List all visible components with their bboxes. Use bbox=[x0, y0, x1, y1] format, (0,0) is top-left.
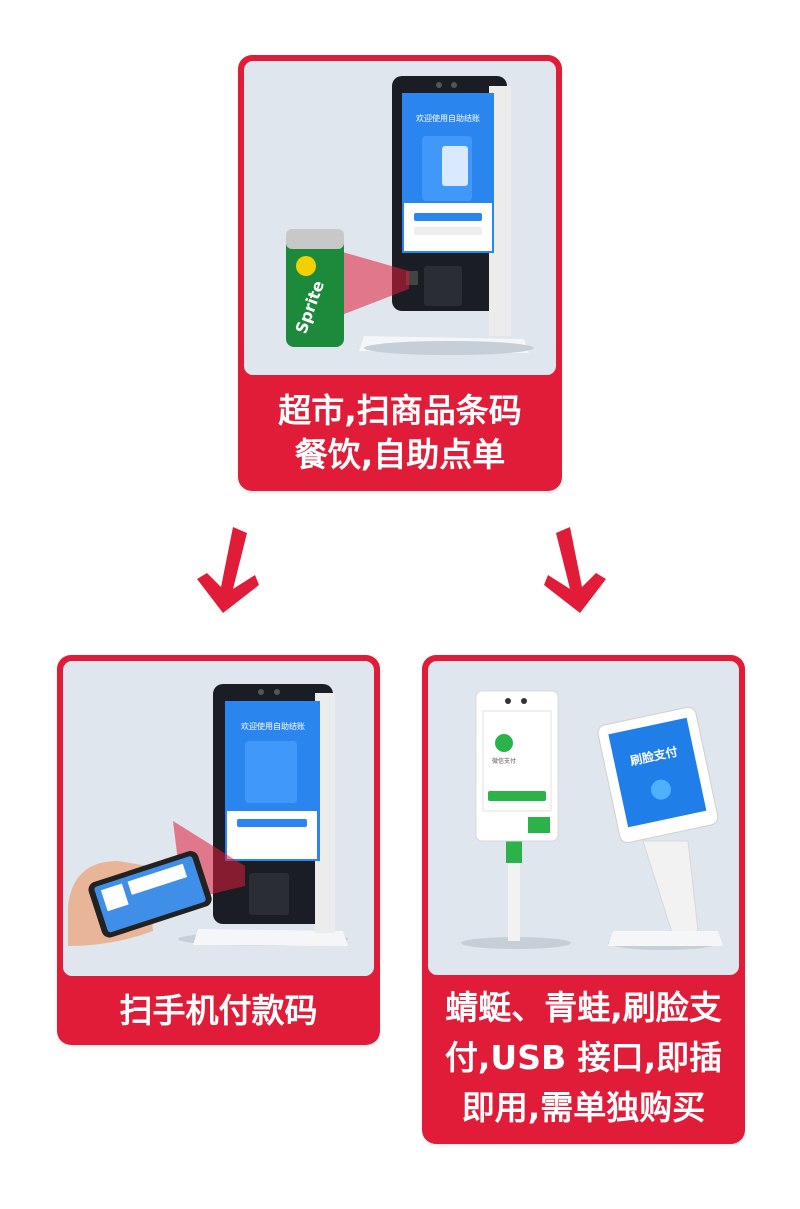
kiosk-illustration: 欢迎使用自助结账 Sprite bbox=[286, 76, 534, 355]
top-caption: 超市,扫商品条码 餐饮,自助点单 bbox=[238, 389, 562, 477]
kiosk-phone-illustration: 欢迎使用自助结账 bbox=[68, 684, 348, 946]
caption-line: 扫手机付款码 bbox=[119, 991, 318, 1030]
kiosk-screen-title: 欢迎使用自助结账 bbox=[416, 113, 480, 123]
arrow-down-right-icon bbox=[544, 527, 606, 613]
kiosk-photo: 欢迎使用自助结账 Sprite bbox=[244, 61, 556, 375]
phone-scan-card: 欢迎使用自助结账 扫手机付款码 bbox=[57, 655, 380, 1045]
caption-line: 即用,需单独购买 bbox=[461, 1088, 706, 1127]
bottom-right-caption: 蜻蜓、青蛙,刷脸支 付,USB 接口,即插 即用,需单独购买 bbox=[422, 983, 745, 1133]
bottom-left-caption: 扫手机付款码 bbox=[57, 991, 380, 1031]
device1-label: 微信支付 bbox=[492, 757, 516, 765]
kiosk-screen-title: 欢迎使用自助结账 bbox=[241, 721, 305, 731]
face-pay-photo: 微信支付 刷脸支付 bbox=[428, 661, 739, 975]
face-pay-card: 微信支付 刷脸支付 蜻蜓、青蛙,刷脸支 付,USB 接口,即插 即用,需单独购买 bbox=[422, 655, 745, 1144]
caption-line: 蜻蜓、青蛙,刷脸支 bbox=[445, 988, 722, 1027]
face-pay-devices-illustration: 微信支付 刷脸支付 bbox=[461, 690, 723, 950]
kiosk-photo: 欢迎使用自助结账 bbox=[63, 661, 374, 976]
arrow-down-left-icon bbox=[197, 527, 259, 613]
barcode-scan-card: 欢迎使用自助结账 Sprite 超市,扫商品条码 餐饮,自助点单 bbox=[238, 55, 562, 491]
caption-line: 餐饮,自助点单 bbox=[294, 435, 506, 474]
caption-line: 超市,扫商品条码 bbox=[278, 391, 522, 430]
caption-line: 付,USB 接口,即插 bbox=[444, 1038, 723, 1077]
